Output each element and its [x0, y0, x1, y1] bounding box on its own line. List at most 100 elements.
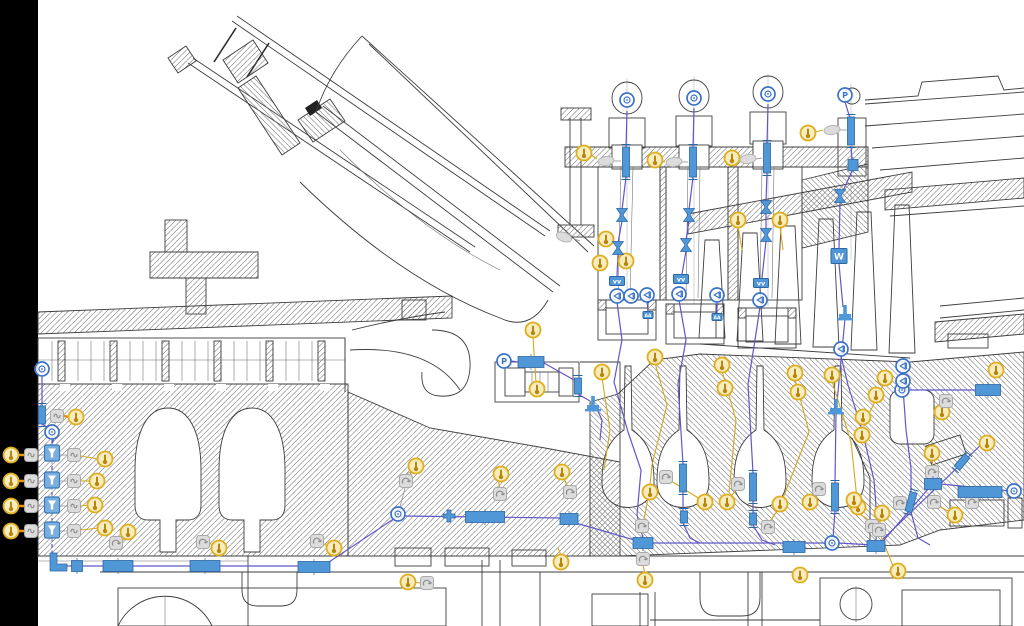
recirculation-chip[interactable]: [939, 394, 953, 408]
state-point-marker[interactable]: [639, 287, 655, 303]
state-point-marker[interactable]: [623, 288, 639, 304]
valve-symbol-marker[interactable]: [43, 443, 61, 463]
temperature-sensor-marker[interactable]: [791, 566, 809, 584]
temperature-sensor-marker[interactable]: [713, 356, 731, 374]
state-point-marker[interactable]: [752, 292, 768, 308]
recirculation-chip[interactable]: [310, 534, 324, 548]
temperature-sensor-marker[interactable]: [210, 539, 228, 557]
recirculation-chip[interactable]: [731, 477, 745, 491]
measuring-point-marker[interactable]: [1006, 483, 1022, 499]
state-point-marker[interactable]: [709, 287, 725, 303]
sensor-bar-vertical[interactable]: [37, 403, 47, 427]
temperature-sensor-marker[interactable]: [801, 493, 819, 511]
temperature-sensor-marker[interactable]: [2, 446, 20, 464]
flow-restrictor-marker[interactable]: [759, 200, 773, 214]
sensor-bar-horizontal[interactable]: [189, 558, 221, 574]
sensor-bar-horizontal[interactable]: [847, 157, 859, 173]
measuring-point-marker[interactable]: [824, 535, 840, 551]
sensor-bar-vertical[interactable]: [748, 470, 758, 504]
recirculation-chip[interactable]: [493, 487, 507, 501]
signal-modifier-chip[interactable]: [67, 474, 81, 488]
recirculation-chip[interactable]: [965, 495, 979, 509]
sensor-bar-horizontal[interactable]: [632, 535, 654, 551]
sensor-bar-vertical[interactable]: [762, 140, 772, 176]
state-point-marker[interactable]: [895, 373, 911, 389]
temperature-sensor-marker[interactable]: [597, 230, 615, 248]
sensor-bar-horizontal[interactable]: [102, 558, 134, 574]
valve-position-marker[interactable]: vv: [673, 274, 689, 284]
temperature-sensor-marker[interactable]: [96, 450, 114, 468]
temperature-sensor-marker[interactable]: [553, 463, 571, 481]
recirculation-chip[interactable]: [399, 474, 413, 488]
temperature-sensor-marker[interactable]: [88, 472, 106, 490]
temperature-sensor-marker[interactable]: [823, 366, 841, 384]
temperature-sensor-marker[interactable]: [873, 504, 891, 522]
temperature-sensor-marker[interactable]: [978, 434, 996, 452]
flow-restrictor-marker[interactable]: [682, 208, 696, 222]
sensor-bar-horizontal[interactable]: [559, 511, 579, 527]
temperature-sensor-marker[interactable]: [67, 408, 85, 426]
sensor-bar-vertical[interactable]: [621, 144, 631, 180]
temperature-sensor-marker[interactable]: [575, 144, 593, 162]
temperature-sensor-marker[interactable]: [2, 497, 20, 515]
temperature-sensor-marker[interactable]: [889, 562, 907, 580]
temperature-sensor-marker[interactable]: [524, 321, 542, 339]
sensor-bar-vertical[interactable]: [573, 375, 583, 397]
temperature-sensor-marker[interactable]: [636, 571, 654, 589]
signal-modifier-chip[interactable]: [67, 448, 81, 462]
flow-restrictor-marker[interactable]: [833, 189, 847, 203]
state-point-marker[interactable]: [833, 341, 849, 357]
temperature-sensor-marker[interactable]: [646, 348, 664, 366]
temperature-sensor-marker[interactable]: [946, 506, 964, 524]
blade-row-marker[interactable]: AA: [711, 313, 723, 322]
recirculation-chip[interactable]: [109, 536, 123, 550]
gray-nub-marker[interactable]: [739, 153, 757, 165]
temperature-sensor-marker[interactable]: [492, 465, 510, 483]
temperature-sensor-marker[interactable]: [723, 149, 741, 167]
flow-restrictor-marker[interactable]: [615, 208, 629, 222]
gray-nub-marker[interactable]: [555, 230, 573, 244]
sensor-bar-horizontal[interactable]: [297, 559, 331, 575]
flow-restrictor-marker[interactable]: [759, 228, 773, 242]
temperature-sensor-marker[interactable]: [789, 383, 807, 401]
valve-position-marker[interactable]: vv: [609, 276, 625, 286]
temperature-sensor-marker[interactable]: [591, 254, 609, 272]
temperature-sensor-marker[interactable]: [799, 124, 817, 142]
recirculation-chip[interactable]: [196, 535, 210, 549]
temperature-sensor-marker[interactable]: [119, 523, 137, 541]
temperature-sensor-marker[interactable]: [399, 573, 417, 591]
pipe-elbow-marker[interactable]: [49, 552, 68, 572]
temperature-sensor-marker[interactable]: [716, 379, 734, 397]
sensor-bar-vertical[interactable]: [748, 510, 758, 528]
measuring-point-marker[interactable]: [390, 506, 406, 522]
temperature-sensor-marker[interactable]: [987, 361, 1005, 379]
sensor-bar-horizontal[interactable]: [866, 538, 886, 554]
temperature-sensor-marker[interactable]: [867, 386, 885, 404]
flow-restrictor-marker[interactable]: [679, 238, 693, 252]
recirculation-chip[interactable]: [893, 496, 907, 510]
sensor-bar-vertical[interactable]: [846, 114, 856, 148]
temperature-sensor-marker[interactable]: [933, 403, 951, 421]
recirculation-chip[interactable]: [635, 519, 649, 533]
temperature-sensor-marker[interactable]: [2, 472, 20, 490]
temperature-sensor-marker[interactable]: [646, 151, 664, 169]
recirculation-chip[interactable]: [812, 482, 826, 496]
sensor-bar-horizontal[interactable]: [924, 476, 942, 492]
work-output-marker[interactable]: W: [830, 248, 848, 264]
flow-tap-marker[interactable]: [828, 399, 844, 415]
temperature-sensor-marker[interactable]: [86, 496, 104, 514]
signal-modifier-chip[interactable]: [67, 499, 81, 513]
temperature-sensor-marker[interactable]: [528, 380, 546, 398]
sensor-bar-horizontal[interactable]: [957, 484, 1003, 500]
recirculation-chip[interactable]: [925, 465, 939, 479]
temperature-sensor-marker[interactable]: [696, 493, 714, 511]
signal-modifier-chip[interactable]: [24, 448, 38, 462]
measuring-point-marker[interactable]: [619, 92, 635, 108]
signal-modifier-chip[interactable]: [24, 499, 38, 513]
temperature-sensor-marker[interactable]: [718, 493, 736, 511]
sensor-bar-horizontal[interactable]: [975, 382, 1001, 398]
signal-modifier-chip[interactable]: [24, 474, 38, 488]
state-point-marker[interactable]: [671, 286, 687, 302]
recirculation-chip[interactable]: [420, 576, 434, 590]
pressure-sensor-marker[interactable]: P: [837, 87, 853, 103]
